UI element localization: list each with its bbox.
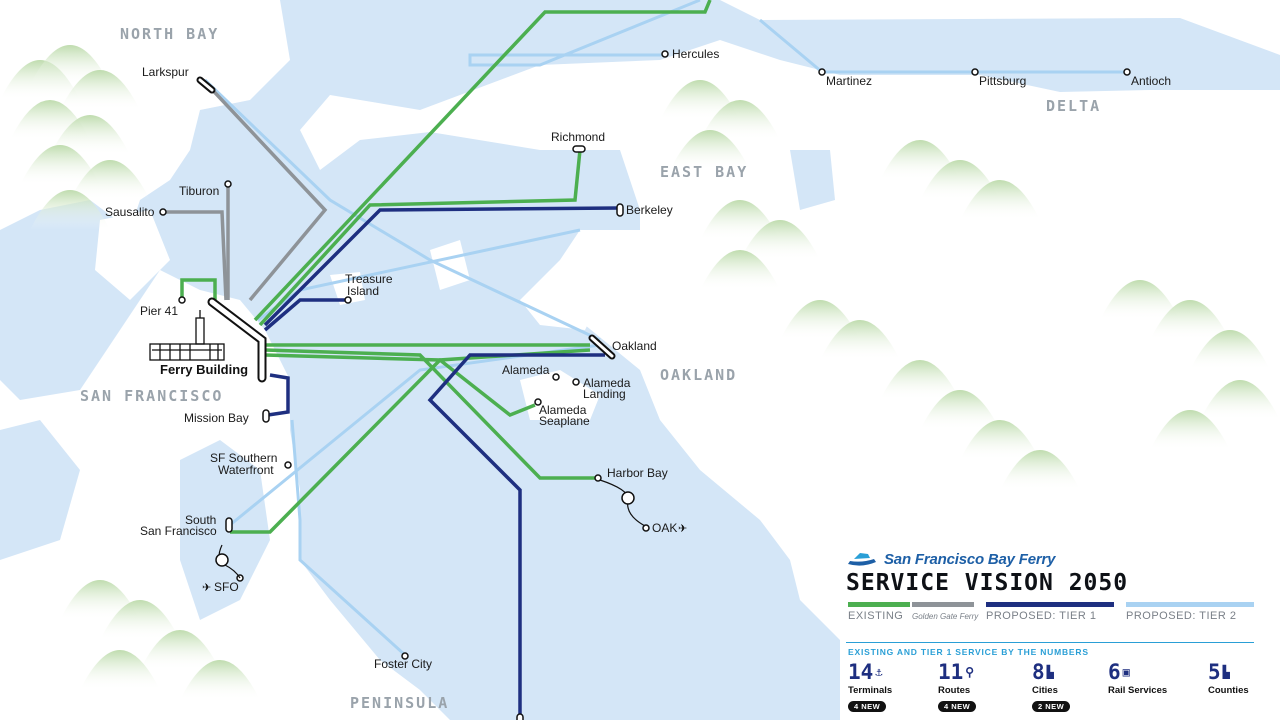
terminal-mission-bay: Mission Bay [184,411,249,425]
tier1-routes [263,206,621,720]
terminal-south-sf-1: South [185,513,216,527]
legend-bar-tier2 [1126,602,1254,607]
region-peninsula: PENINSULA [350,694,449,712]
terminal-larkspur: Larkspur [142,65,189,79]
anchor-icon: ⚓ [875,665,883,679]
stat-terminals-label: Terminals [848,685,893,696]
legend-bar-existing [848,602,910,607]
terminal-hercules: Hercules [672,47,719,61]
terminal-richmond: Richmond [551,130,605,144]
stat-routes-value: 11 [938,660,964,684]
region-east-bay: EAST BAY [660,163,748,181]
stat-routes-label: Routes [938,685,971,696]
region-san-francisco: SAN FRANCISCO [80,387,223,405]
terminal-sf-southern-2: Waterfront [218,463,274,477]
terminal-tiburon: Tiburon [179,184,219,198]
legend-bar-golden-gate [912,602,974,607]
region-oakland: OAKLAND [660,366,737,384]
stat-counties: 5▙ Counties [1208,660,1256,696]
legend-label-golden-gate: Golden Gate Ferry [912,612,979,621]
stat-routes: 11⚲ Routes 4 NEW [938,660,1008,714]
terminal-alameda: Alameda [502,363,550,377]
legend-bar-tier1 [986,602,1114,607]
airplane-icon: ✈ [202,582,211,594]
terminal-south-sf-2: San Francisco [140,524,217,538]
terminal-ferry-building: Ferry Building [160,362,248,377]
legend-label-existing: EXISTING [848,610,904,622]
terminal-alameda-seaplane-2: Seaplane [539,414,590,428]
stat-counties-label: Counties [1208,685,1249,696]
golden-gate-routes [163,80,328,302]
terminal-treasure-island-1: Treasure [345,272,393,286]
existing-routes [180,0,712,534]
stat-counties-value: 5 [1208,660,1221,684]
terminal-treasure-island-2: Island [347,284,379,298]
county-icon: ▙ [1222,665,1230,679]
stat-rail-value: 6 [1108,660,1121,684]
legend-label-tier2: PROPOSED: TIER 2 [1126,610,1237,622]
terminal-oak: OAK [652,521,677,535]
brand-name: San Francisco Bay Ferry [884,550,1056,568]
terminal-sausalito: Sausalito [105,205,155,219]
stat-rail-label: Rail Services [1108,685,1168,696]
terminal-sf-southern-1: SF Southern [210,451,277,465]
bus-icon [215,491,635,567]
stat-terminals: 14⚓ Terminals 4 NEW [848,660,918,714]
ferry-building-icon [149,310,225,361]
terminal-markers [159,50,1131,720]
terminal-alameda-landing-1: Alameda [583,376,631,390]
stats-heading: EXISTING AND TIER 1 SERVICE BY THE NUMBE… [848,647,1089,657]
legend-divider [846,642,1254,643]
legend-label-tier1: PROPOSED: TIER 1 [986,610,1097,622]
stat-rail: 6▣ Rail Services [1108,660,1198,696]
brand: San Francisco Bay Ferry [846,548,1056,570]
terminal-harbor-bay: Harbor Bay [607,466,668,480]
stat-cities-label: Cities [1032,685,1058,696]
stat-routes-badge: 4 NEW [938,701,977,712]
region-north-bay: NORTH BAY [120,25,219,43]
legend-title: SERVICE VISION 2050 [846,570,1129,596]
terminal-pier-41: Pier 41 [140,304,178,318]
stat-cities-badge: 2 NEW [1032,701,1071,712]
terminal-oakland: Oakland [612,339,657,353]
terminal-antioch: Antioch [1131,74,1171,88]
train-icon: ▣ [1122,665,1130,679]
terminal-pittsburg: Pittsburg [979,74,1026,88]
stat-cities: 8▙ Cities 2 NEW [1032,660,1102,714]
terminal-alameda-seaplane-1: Alameda [539,403,587,417]
legend-panel: San Francisco Bay Ferry SERVICE VISION 2… [846,540,1256,720]
terminal-foster-city: Foster City [374,657,432,671]
terminal-alameda-landing-2: Landing [583,387,626,401]
stat-cities-value: 8 [1032,660,1045,684]
stat-terminals-badge: 4 NEW [848,701,887,712]
terminal-berkeley: Berkeley [626,203,673,217]
stat-terminals-value: 14 [848,660,874,684]
ferry-logo-icon [848,553,876,566]
region-delta: DELTA [1046,97,1101,115]
route-pin-icon: ⚲ [965,665,975,679]
airplane-icon: ✈ [678,523,687,535]
terminal-sfo: SFO [214,580,239,594]
terminal-martinez: Martinez [826,74,872,88]
city-icon: ▙ [1046,665,1054,679]
